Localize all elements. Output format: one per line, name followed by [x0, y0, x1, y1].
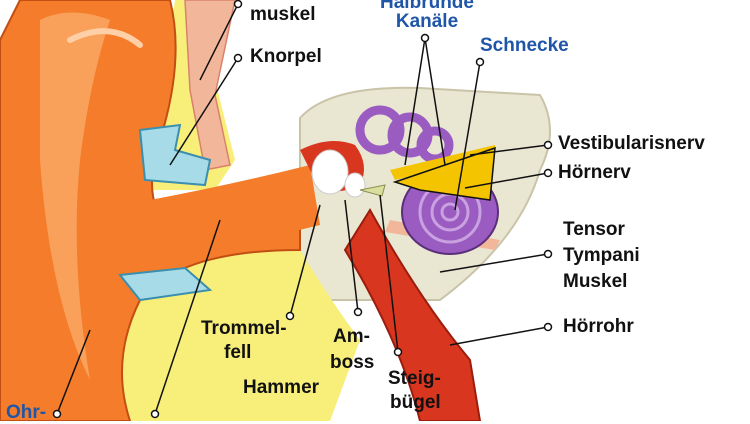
eustachian-tube [343, 208, 482, 421]
label-muskel-2: Muskel [563, 271, 628, 292]
cartilage-blue-upper [138, 123, 212, 187]
label-tympani: Tympani [563, 245, 640, 266]
label-hoernerv: Hörnerv [558, 162, 631, 183]
cochlea-spiral-3 [440, 202, 460, 222]
label-hoerrohr: Hörrohr [563, 316, 634, 337]
label-ohr: Ohr- [6, 402, 47, 423]
label-schnecke: Schnecke [480, 35, 569, 56]
outer-ear-highlight [40, 12, 110, 380]
stirrup-bone [359, 184, 386, 197]
label-halbrunde: Halbrunde [380, 0, 474, 13]
label-steig: Steig- [388, 368, 441, 389]
label-kanaele: Kanäle [395, 11, 459, 32]
ear-fold [67, 28, 143, 48]
label-tensor: Tensor [563, 219, 625, 240]
label-knorpel: Knorpel [250, 46, 322, 67]
label-boss: boss [330, 352, 375, 373]
upper-muscle [184, 0, 236, 171]
label-am: Am- [333, 326, 370, 347]
label-muskel: muskel [250, 4, 316, 25]
ear-canal [150, 165, 320, 255]
hammer-bone [311, 149, 349, 195]
semicircular-canal-1 [355, 105, 405, 155]
vestibular-nerve [390, 145, 495, 180]
label-trommel: Trommel- [201, 318, 287, 339]
leader-lines [52, 0, 553, 419]
label-hammer: Hammer [243, 377, 320, 398]
label-vestibularisnerv: Vestibularisnerv [558, 133, 705, 154]
cartilage-blue-lower [118, 266, 213, 302]
label-buegel: bügel [390, 392, 441, 413]
label-fell: fell [224, 342, 252, 363]
semicircular-canal-3 [416, 126, 454, 164]
anvil-bone [344, 172, 366, 198]
